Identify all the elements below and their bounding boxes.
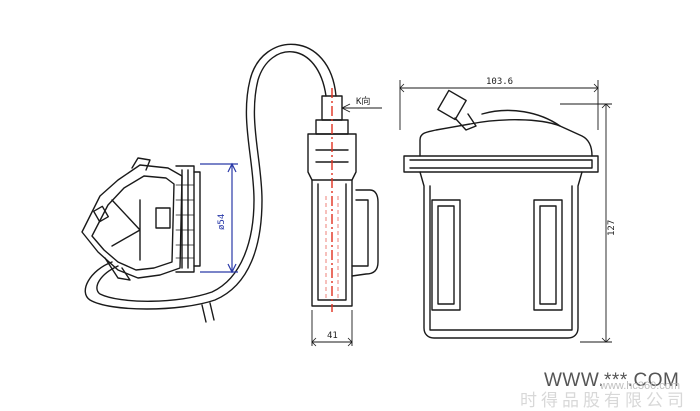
battery-front-view	[403, 89, 599, 339]
diameter-dimension-label: ø54	[217, 214, 227, 230]
lamp-head	[81, 157, 201, 281]
diameter-dimension	[200, 162, 238, 274]
power-cable	[84, 43, 337, 323]
centerline	[325, 88, 339, 312]
battery-side-view	[307, 95, 379, 307]
site-watermark: WWW.***.COM	[544, 370, 680, 391]
source-watermark: www.hc360.com	[600, 380, 681, 392]
dimension-lines	[311, 80, 612, 347]
width-dimension-label: 103.6	[486, 77, 513, 87]
height-dimension-label: 127	[607, 220, 617, 236]
body-width-dimension-label: 41	[327, 331, 338, 341]
view-direction-label: K向	[356, 95, 370, 107]
